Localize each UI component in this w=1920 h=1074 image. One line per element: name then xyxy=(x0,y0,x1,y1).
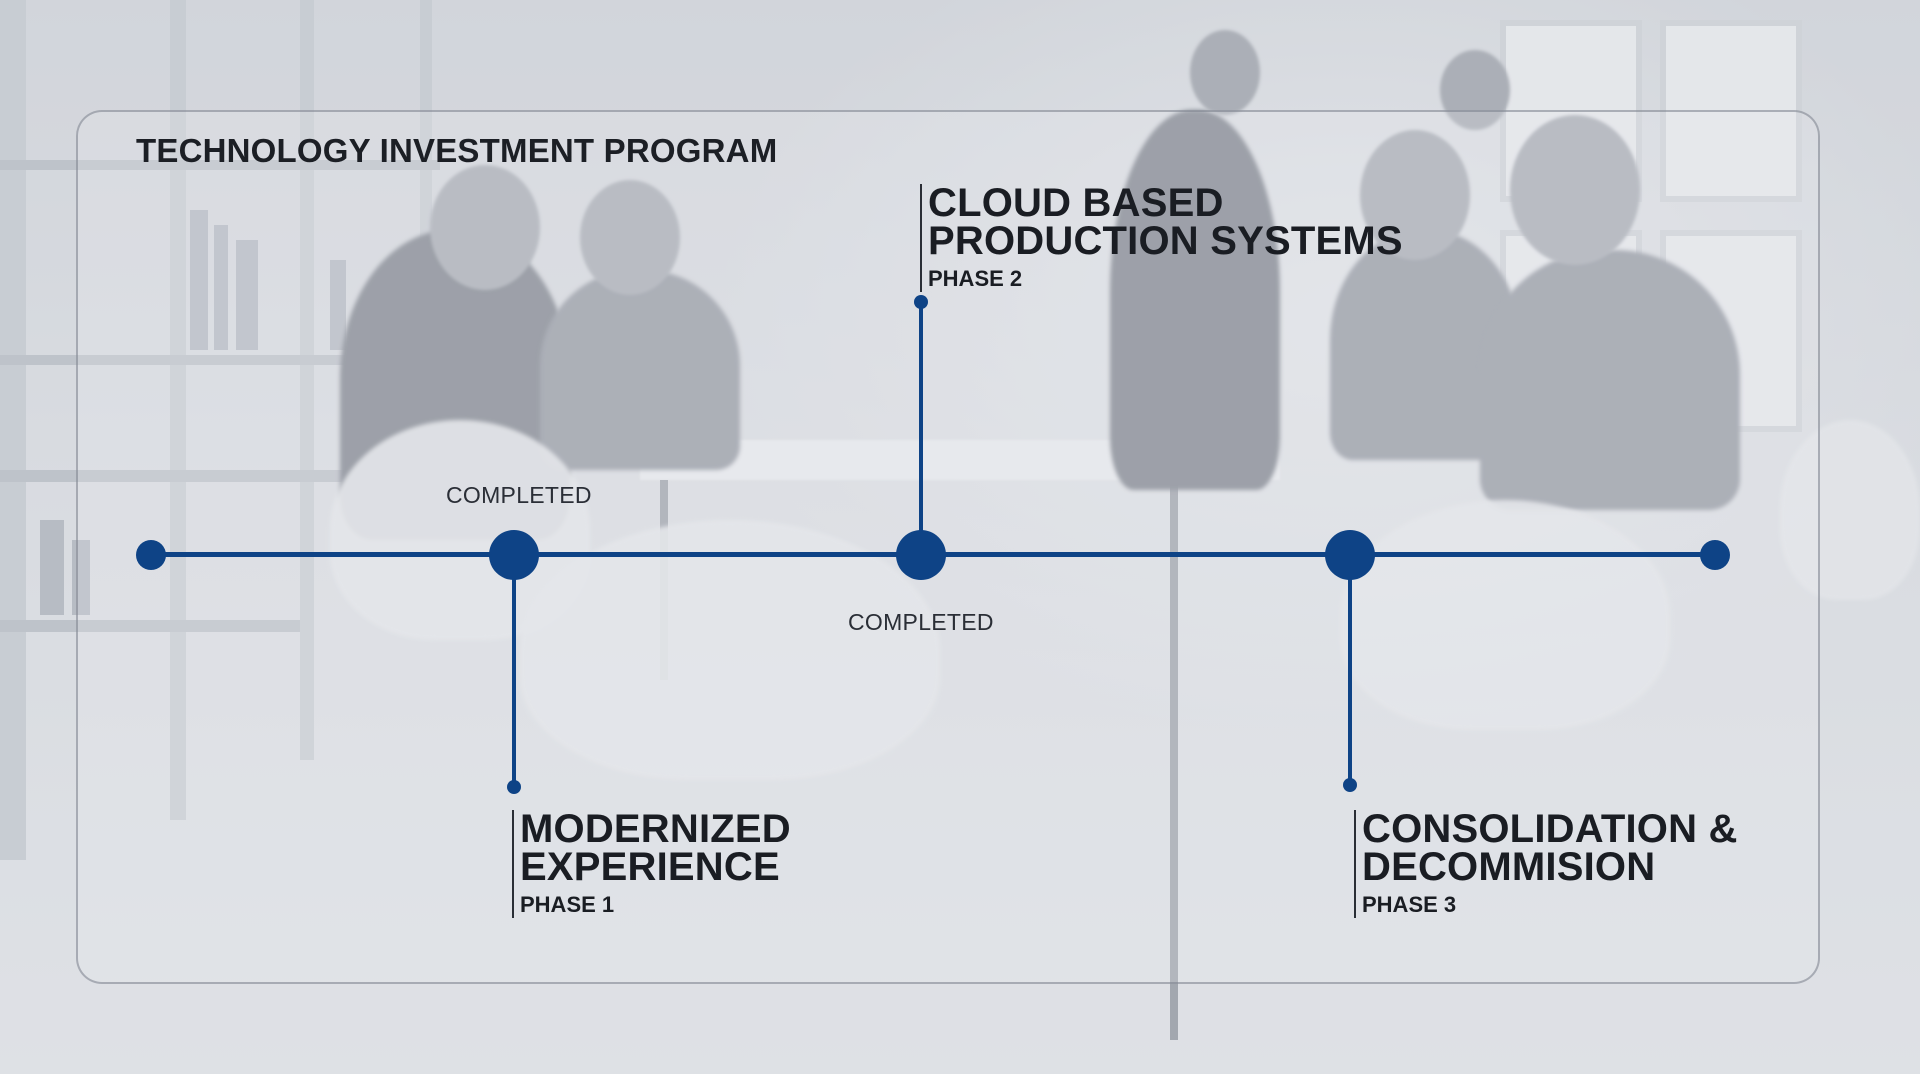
milestone-connector-phase-1 xyxy=(512,578,516,788)
milestone-title-phase-1: MODERNIZED EXPERIENCE xyxy=(520,807,791,889)
milestone-connector-phase-3 xyxy=(1348,578,1352,786)
milestone-phase-label-1: PHASE 1 xyxy=(520,892,615,917)
milestone-phase-1: MODERNIZED EXPERIENCE PHASE 1 xyxy=(512,807,791,918)
milestone-phase-label-2: PHASE 2 xyxy=(928,266,1023,291)
content-panel xyxy=(76,110,1820,984)
milestone-phase-label-3: PHASE 3 xyxy=(1362,892,1457,917)
timeline-end-node xyxy=(1700,540,1730,570)
milestone-status-phase-2: COMPLETED xyxy=(848,609,994,635)
milestone-phase-2: CLOUD BASED PRODUCTION SYSTEMS PHASE 2 xyxy=(920,181,1403,292)
connector-cap-phase-1 xyxy=(507,780,521,794)
milestone-node-phase-1[interactable] xyxy=(489,530,539,580)
milestone-node-phase-2[interactable] xyxy=(896,530,946,580)
connector-cap-phase-3 xyxy=(1343,778,1357,792)
milestone-title-phase-2: CLOUD BASED PRODUCTION SYSTEMS xyxy=(928,181,1403,263)
milestone-title-phase-3: CONSOLIDATION & DECOMMISION xyxy=(1362,807,1738,889)
program-title: TECHNOLOGY INVESTMENT PROGRAM xyxy=(136,132,778,169)
timeline-start-node xyxy=(136,540,166,570)
milestone-status-phase-1: COMPLETED xyxy=(446,482,592,508)
milestone-phase-3: CONSOLIDATION & DECOMMISION PHASE 3 xyxy=(1354,807,1738,918)
connector-cap-phase-2 xyxy=(914,295,928,309)
milestone-connector-phase-2 xyxy=(919,302,923,534)
milestone-node-phase-3[interactable] xyxy=(1325,530,1375,580)
